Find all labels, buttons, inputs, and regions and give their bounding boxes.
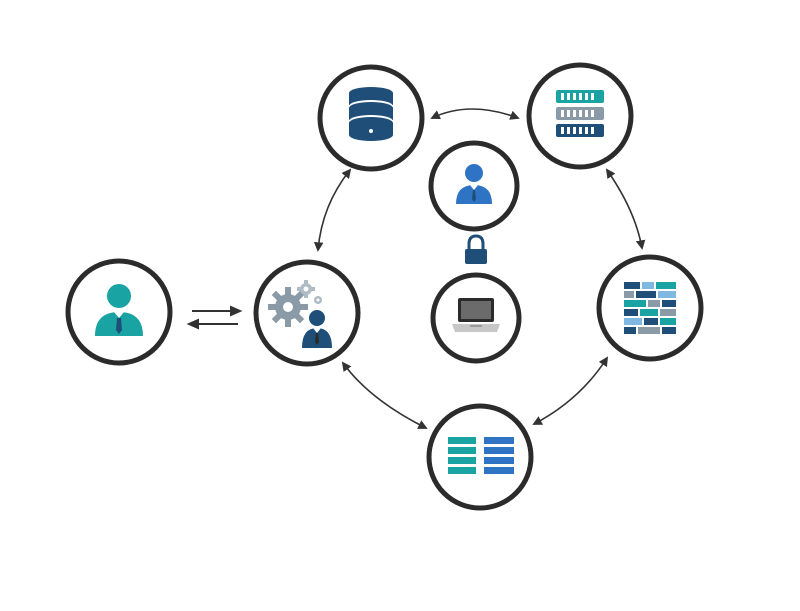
arc-database-server [430, 108, 520, 120]
arc-datablocks-listtable [532, 356, 609, 425]
node-central-user[interactable] [428, 140, 520, 232]
bidirectional-arrows [186, 305, 243, 330]
connections [313, 108, 646, 429]
node-data-blocks[interactable] [596, 254, 704, 362]
arc-server-datablocks [605, 168, 646, 250]
gears-person-icon [268, 280, 332, 348]
laptop-icon [452, 298, 500, 332]
lock-icon [465, 234, 487, 264]
database-icon [349, 87, 393, 141]
node-database[interactable] [317, 64, 425, 172]
node-user-external[interactable] [65, 258, 173, 366]
person-icon [456, 164, 492, 204]
node-server[interactable] [526, 62, 634, 170]
arc-listtable-admin [341, 361, 428, 429]
node-laptop[interactable] [430, 272, 522, 364]
large-gear-icon [268, 287, 308, 327]
node-list-table[interactable] [426, 403, 534, 511]
person-icon [95, 284, 143, 336]
node-admin-settings[interactable] [253, 259, 361, 367]
server-rack-icon [556, 90, 604, 137]
arc-admin-database [313, 168, 352, 252]
admin-person-icon [302, 310, 332, 348]
list-table-icon [448, 437, 514, 474]
data-blocks-icon [624, 282, 676, 334]
small-gear-icon [297, 280, 322, 304]
